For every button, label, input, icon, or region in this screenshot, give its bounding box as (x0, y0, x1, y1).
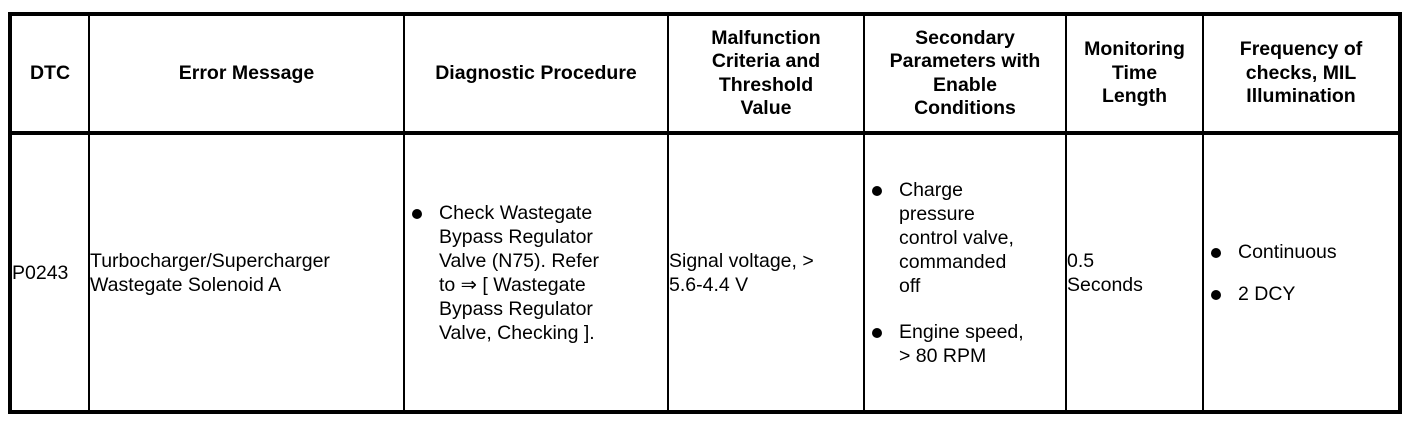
bullet-icon (1211, 289, 1221, 300)
bullet-icon (1211, 247, 1221, 258)
frequency-of-checks-list: Continuous 2 DCY (1204, 240, 1398, 306)
column-header-dtc: DTC (10, 14, 90, 135)
list-item-label: 2 DCY (1238, 282, 1296, 305)
bullet-icon (872, 327, 882, 338)
dtc-diagnostic-table: DTC Error Message Diagnostic Procedure M… (8, 12, 1402, 414)
cell-dtc: P0243 (10, 133, 90, 412)
column-header-malfunction-criteria: Malfunction Criteria and Threshold Value (667, 14, 865, 135)
column-header-frequency-of-checks: Frequency of checks, MIL Illumination (1202, 14, 1400, 135)
list-item: Check Wastegate Bypass Regulator Valve (… (405, 201, 667, 345)
list-item: Charge pressure control valve, commanded… (865, 178, 1065, 298)
list-item: Continuous (1204, 240, 1398, 264)
table-header-row: DTC Error Message Diagnostic Procedure M… (10, 14, 1400, 135)
cell-secondary-parameters: Charge pressure control valve, commanded… (863, 133, 1067, 412)
column-header-error-message: Error Message (88, 14, 405, 135)
cell-error-message: Turbocharger/Supercharger Wastegate Sole… (88, 133, 405, 412)
bullet-icon (412, 208, 422, 219)
list-item-label: Continuous (1238, 240, 1337, 263)
list-item: 2 DCY (1204, 282, 1398, 306)
list-item-label: Check Wastegate Bypass Regulator Valve (… (439, 201, 600, 344)
column-header-secondary-parameters: Secondary Parameters with Enable Conditi… (863, 14, 1067, 135)
cell-malfunction-criteria: Signal voltage, > 5.6-4.4 V (667, 133, 865, 412)
cell-frequency-of-checks: Continuous 2 DCY (1202, 133, 1400, 412)
list-item-label: Charge pressure control valve, commanded… (899, 178, 1014, 297)
cell-diagnostic-procedure: Check Wastegate Bypass Regulator Valve (… (403, 133, 669, 412)
diagnostic-procedure-list: Check Wastegate Bypass Regulator Valve (… (405, 201, 667, 345)
list-item-label: Engine speed, > 80 RPM (899, 320, 1024, 367)
table-row: P0243 Turbocharger/Supercharger Wastegat… (10, 133, 1400, 412)
column-header-monitoring-time-length: Monitoring Time Length (1065, 14, 1204, 135)
bullet-icon (872, 185, 882, 196)
secondary-parameters-list: Charge pressure control valve, commanded… (865, 178, 1065, 368)
list-item: Engine speed, > 80 RPM (865, 320, 1065, 368)
cell-monitoring-time-length: 0.5 Seconds (1065, 133, 1204, 412)
column-header-diagnostic-procedure: Diagnostic Procedure (403, 14, 669, 135)
